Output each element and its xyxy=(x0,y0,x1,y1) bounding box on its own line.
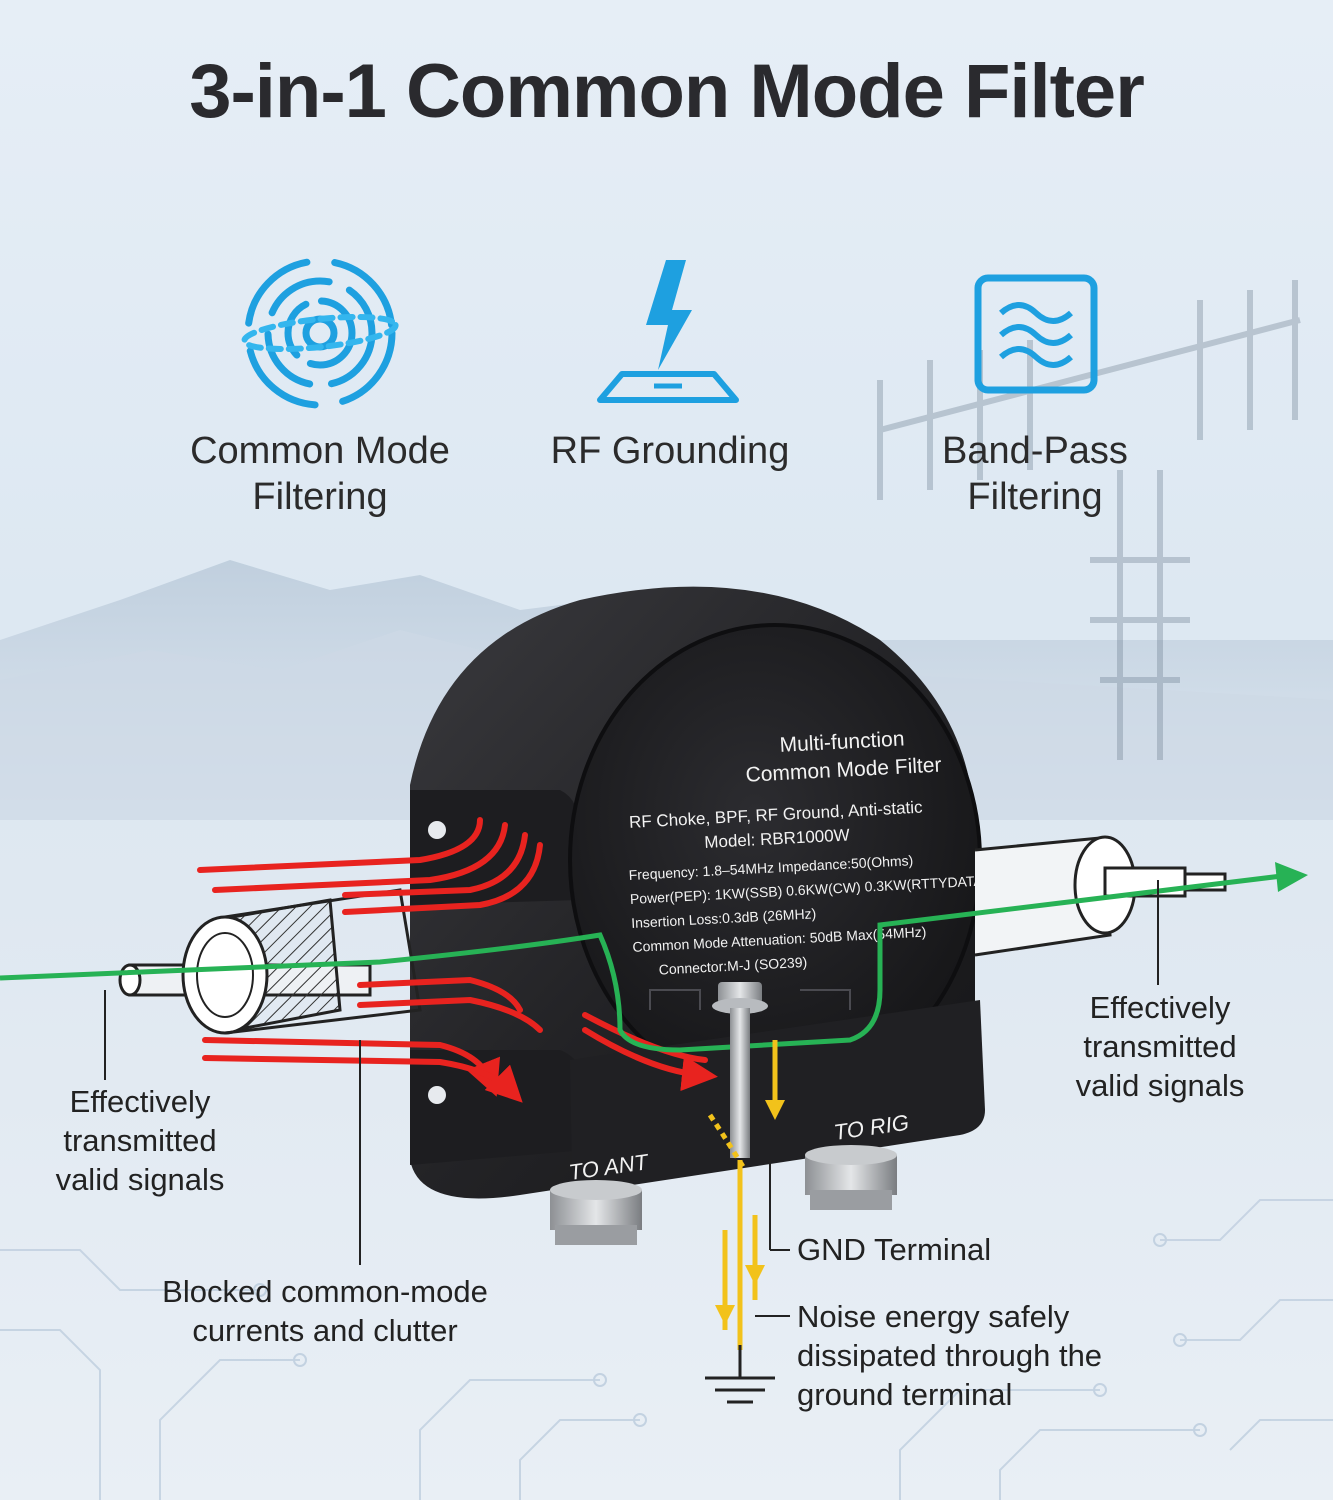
callout-line: valid signals xyxy=(1075,1068,1245,1103)
rig-connector xyxy=(805,1145,897,1210)
callout-blocked: Blocked common-mode currents and clutter xyxy=(120,1272,530,1350)
callout-line: currents and clutter xyxy=(192,1313,458,1348)
ground-symbol-icon xyxy=(705,1345,775,1404)
ant-connector xyxy=(550,1180,642,1245)
blocked-currents xyxy=(197,817,718,1103)
feature-label-common-mode: Common Mode Filtering xyxy=(160,428,480,520)
feature-label-line: Filtering xyxy=(967,476,1103,518)
feature-label-line: Filtering xyxy=(252,476,388,518)
callout-line: Noise energy safely xyxy=(797,1299,1070,1334)
filter-device: TO ANT TO RIG xyxy=(410,586,985,1245)
callout-line: valid signals xyxy=(55,1162,225,1197)
spec-line-6: Connector:M-J (SO239) xyxy=(658,954,807,978)
callout-gnd-terminal: GND Terminal xyxy=(797,1232,992,1267)
callout-noise: Noise energy safely dissipated through t… xyxy=(797,1297,1197,1414)
feature-label-band-pass: Band-Pass Filtering xyxy=(875,428,1195,520)
rf-grounding-icon xyxy=(597,260,739,403)
common-mode-filter-icon xyxy=(241,257,399,409)
callout-left-signal: Effectively transmitted valid signals xyxy=(20,1082,260,1199)
feature-label-line: Band-Pass xyxy=(942,430,1128,472)
callout-line: Effectively xyxy=(1089,990,1231,1025)
coax-cable-right xyxy=(974,835,1227,957)
feature-label-line: RF Grounding xyxy=(550,430,790,472)
gnd-screw xyxy=(712,982,768,1158)
callout-line: Blocked common-mode xyxy=(162,1274,488,1309)
feature-label-line: Common Mode xyxy=(190,430,450,472)
callout-line: transmitted xyxy=(1083,1029,1237,1064)
callout-right-signal: Effectively transmitted valid signals xyxy=(1040,988,1280,1105)
callout-line: Effectively xyxy=(69,1084,211,1119)
noise-energy xyxy=(707,1040,778,1350)
page-title: 3-in-1 Common Mode Filter xyxy=(189,49,1145,134)
callout-line: transmitted xyxy=(63,1123,217,1158)
callout-line: dissipated through the xyxy=(797,1338,1103,1373)
callout-line: ground terminal xyxy=(797,1377,1013,1412)
valid-signal-path xyxy=(0,872,1291,1053)
feature-label-rf-grounding: RF Grounding xyxy=(510,428,830,474)
band-pass-filter-icon xyxy=(974,274,1098,394)
